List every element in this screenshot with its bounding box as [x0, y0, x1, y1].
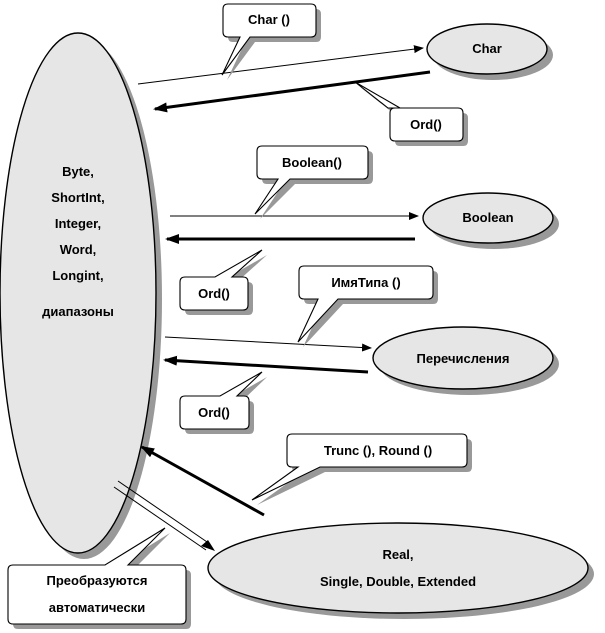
callout-trunc-round: Trunc (), Round ()	[251, 433, 472, 505]
integer-types-label-4: Longint,	[52, 268, 103, 283]
callout-auto-conversion-label-1: автоматически	[49, 600, 145, 615]
integer-types-label-0: Byte,	[62, 164, 94, 179]
callout-ord-char: Ord()	[354, 81, 468, 146]
callout-char-fn: Char ()	[221, 3, 321, 80]
callout-ord-boolean: Ord()	[179, 249, 267, 315]
callout-boolean-fn-label: Boolean()	[282, 155, 342, 170]
callout-typename-fn: ИмяТипа ()	[297, 265, 438, 347]
boolean-node-label: Boolean	[462, 210, 513, 225]
callout-char-fn-label: Char ()	[248, 12, 290, 27]
callout-boolean-fn: Boolean()	[254, 145, 373, 219]
real-node-label-0: Real,	[382, 547, 413, 562]
callout-ord-enum-label: Ord()	[198, 405, 230, 420]
callout-auto-conversion-label-0: Преобразуются	[47, 573, 148, 588]
integer-types-label-3: Word,	[60, 242, 97, 257]
integer-types-label-1: ShortInt,	[51, 190, 104, 205]
callout-ord-enum: Ord()	[179, 371, 267, 434]
callout-auto-conversion: Преобразуются автоматически	[7, 527, 191, 629]
callout-trunc-round-label: Trunc (), Round ()	[324, 443, 432, 458]
enum-node: Перечисления	[372, 326, 559, 395]
boolean-node: Boolean	[422, 192, 559, 249]
arrow-to-enum	[164, 336, 372, 352]
arrow-to-char	[137, 45, 424, 85]
callout-typename-fn-label: ИмяТипа ()	[331, 275, 400, 290]
integer-types-label-5: диапазоны	[42, 304, 114, 319]
char-node: Char	[426, 23, 553, 80]
callout-ord-boolean-label: Ord()	[198, 286, 230, 301]
arrow-real-to-integer	[140, 445, 265, 517]
arrow-integer-to-real-auto	[113, 480, 215, 551]
integer-types-label-2: Integer,	[55, 216, 101, 231]
integer-types-node: Byte, ShortInt, Integer, Word, Longint, …	[0, 32, 162, 559]
char-node-label: Char	[472, 41, 502, 56]
enum-node-label: Перечисления	[417, 351, 510, 366]
arrow-from-enum	[163, 355, 369, 374]
arrow-from-char	[153, 70, 431, 113]
real-node: Real, Single, Double, Extended	[207, 522, 594, 619]
real-node-label-1: Single, Double, Extended	[320, 574, 476, 589]
callout-ord-char-label: Ord()	[410, 117, 442, 132]
